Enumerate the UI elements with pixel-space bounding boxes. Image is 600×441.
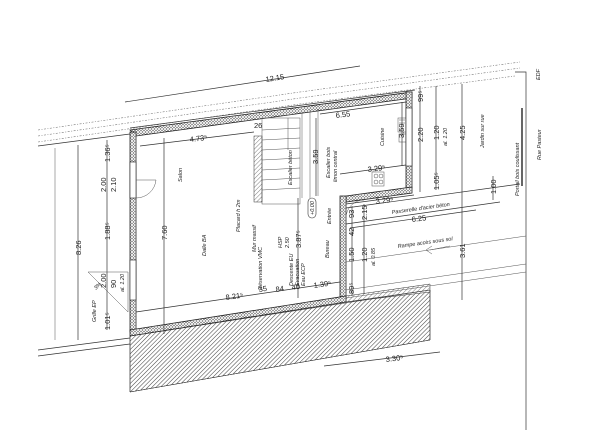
bottom-dimension: 3.30⁵ <box>323 351 441 367</box>
svg-text:2.00: 2.00 <box>99 177 108 192</box>
svg-text:3.61: 3.61 <box>458 243 467 258</box>
svg-text:1.05⁵: 1.05⁵ <box>432 172 441 190</box>
svg-text:2.00: 2.00 <box>99 273 108 288</box>
svg-text:89⁵: 89⁵ <box>347 283 356 294</box>
label-limon-central: limon central <box>333 150 339 182</box>
svg-text:al. 1.20: al. 1.20 <box>443 127 449 146</box>
building-walls <box>129 91 413 337</box>
svg-text:40: 40 <box>291 282 301 292</box>
label-pente: 3% <box>93 281 103 291</box>
svg-text:1.01⁵: 1.01⁵ <box>103 312 112 330</box>
svg-text:4.25: 4.25 <box>458 125 467 140</box>
label-grille-ep: Grille EP <box>92 300 98 322</box>
roof-gravel-band <box>37 61 527 430</box>
right-dimensions: 99⁵ 2.20 1.20 al. 1.20 4.25 1.05⁵ 1.00 3… <box>416 84 523 300</box>
svg-text:3.59: 3.59 <box>397 123 406 138</box>
svg-text:93: 93 <box>347 210 356 218</box>
svg-text:6.25: 6.25 <box>411 213 427 224</box>
label-reservation-vmc: Réservation VMC <box>258 247 264 290</box>
svg-text:1.36⁵: 1.36⁵ <box>103 144 112 162</box>
svg-text:al. 1.20: al. 1.20 <box>120 273 126 292</box>
svg-text:35: 35 <box>258 284 268 294</box>
svg-text:7.60: 7.60 <box>160 225 169 240</box>
svg-text:1.20: 1.20 <box>360 247 369 262</box>
room-cuisine: Cuisine <box>380 128 386 146</box>
svg-text:2.15: 2.15 <box>360 205 369 220</box>
overall-width-dimension: 12.15 <box>124 65 361 103</box>
staircase-wood: Escalier bois limon central <box>301 109 339 198</box>
svg-text:4.73⁵: 4.73⁵ <box>189 133 208 144</box>
label-edf: EDF <box>536 68 542 80</box>
svg-text:+0.00: +0.00 <box>310 200 316 215</box>
label-jardin-sur-rue: Jardin sur rue <box>480 114 486 149</box>
label-portail: Portail bois coulissant <box>515 142 521 196</box>
label-mur-massif: Mur massif <box>252 225 258 252</box>
svg-text:3.29⁵: 3.29⁵ <box>375 195 394 206</box>
svg-text:al. 0.85: al. 0.85 <box>371 247 377 266</box>
svg-text:3.29⁵: 3.29⁵ <box>367 163 386 174</box>
interior-dimensions: 4.73⁵ 7.60 26 6.55 3.59 3.59 3.29⁵ 3.29⁵… <box>135 101 477 334</box>
grille-triangle <box>87 271 129 313</box>
passerelle-lines <box>345 183 527 299</box>
svg-text:84: 84 <box>275 284 285 294</box>
svg-text:26: 26 <box>254 121 262 130</box>
room-bureau: Bureau <box>325 240 331 258</box>
svg-text:1.20: 1.20 <box>432 125 441 140</box>
bureau-dimensions: 93 2.15 42 1.50 1.20 al. 0.85 89⁵ <box>347 204 377 296</box>
label-escalier-beton: Escalier béton <box>288 150 294 185</box>
label-hsp-value: 2.50 <box>285 236 291 249</box>
svg-text:2.10: 2.10 <box>109 177 118 192</box>
svg-text:1.00: 1.00 <box>489 179 498 194</box>
dim-overall-width: 12.15 <box>265 72 285 84</box>
svg-text:1.88⁵: 1.88⁵ <box>103 222 112 240</box>
svg-text:99⁵: 99⁵ <box>416 91 425 102</box>
label-hsp: HSP <box>278 236 284 248</box>
svg-text:42: 42 <box>347 228 356 236</box>
svg-text:3.59: 3.59 <box>311 149 320 164</box>
svg-text:6.55: 6.55 <box>335 109 351 120</box>
svg-text:90: 90 <box>109 280 118 288</box>
label-placard: Placard h 2m <box>236 199 242 232</box>
svg-text:3.30⁵: 3.30⁵ <box>385 353 404 364</box>
svg-text:1.50: 1.50 <box>347 247 356 262</box>
svg-text:2.20: 2.20 <box>416 127 425 142</box>
label-descente-eu: Descente EU <box>289 254 295 286</box>
svg-text:8.26: 8.26 <box>74 240 83 255</box>
staircase-concrete: Escalier béton <box>253 117 301 205</box>
label-rampe: Rampe accès sous sol <box>397 236 453 250</box>
ground-hatch-area <box>129 289 431 393</box>
level-badge: +0.00 <box>307 197 317 219</box>
left-dimensions: 8.26 1.36⁵ 2.00 2.10 1.88⁵ 2.00 90 al. 1… <box>37 140 131 357</box>
entrance-door-swing <box>345 199 365 219</box>
room-entree: Entrée <box>327 208 333 224</box>
svg-text:3.87⁵: 3.87⁵ <box>294 230 303 248</box>
svg-text:1.39⁵: 1.39⁵ <box>313 279 332 290</box>
label-escalier-bois: Escalier bois <box>326 147 332 178</box>
label-eau-ecp: Eau ECP <box>301 263 307 286</box>
room-salon: Salon <box>178 168 184 182</box>
left-openings <box>129 161 157 301</box>
svg-text:8.21⁵: 8.21⁵ <box>225 291 244 302</box>
kitchen-window <box>405 107 413 167</box>
label-rue-pasteur: Rue Pasteur <box>537 128 543 160</box>
label-dalle-ba: Dalle BA <box>202 234 208 256</box>
